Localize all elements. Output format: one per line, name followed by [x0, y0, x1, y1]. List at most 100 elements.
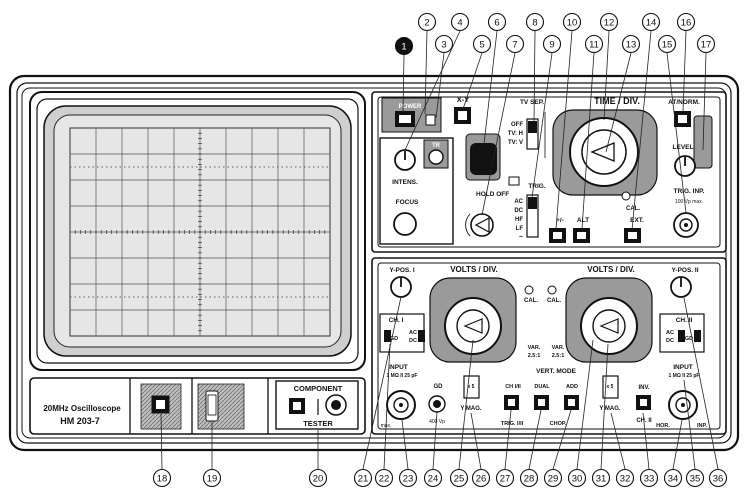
trig-led: [508, 176, 520, 186]
callout-circle-16: [676, 12, 696, 32]
leader-lines: [160, 30, 719, 470]
callout-circle-27: [495, 468, 515, 488]
callout-number-10: 10: [567, 18, 578, 29]
callout-number-32: 32: [620, 474, 631, 485]
callout-circle-30: [567, 468, 587, 488]
callout-circle-13: [621, 34, 641, 54]
var2-label: VAR.: [552, 345, 565, 351]
hold-off-label: HOLD OFF: [476, 191, 509, 198]
callout-number-11: 11: [589, 40, 599, 51]
ch1-ac-label: AC: [409, 330, 417, 336]
trace-rotation-knob[interactable]: [428, 149, 444, 165]
volts2-cal-label: CAL.: [547, 298, 561, 304]
callout-circle-8: [525, 12, 545, 32]
callout-circle-17: [696, 34, 716, 54]
scale-illum-switch[interactable]: [205, 390, 219, 422]
tv-opt-v: TV: V: [508, 140, 523, 146]
callout-number-33: 33: [644, 474, 655, 485]
callout-number-12: 12: [604, 18, 615, 29]
callout-number-1: 1: [401, 42, 406, 53]
var1-ratio: 2.5:1: [528, 353, 541, 359]
ch2-dc-label: DC: [666, 338, 674, 344]
ch1-acdc-button[interactable]: [418, 330, 425, 342]
ymag2-switch[interactable]: [602, 375, 619, 399]
volts2-label: VOLTS / DIV.: [587, 265, 635, 274]
coup-dc: DC: [514, 208, 523, 214]
callout-number-30: 30: [572, 474, 583, 485]
callout-number-7: 7: [512, 40, 517, 51]
callout-number-26: 26: [476, 474, 487, 485]
at-norm-label: AT/NORM.: [668, 99, 700, 106]
callout-circle-10: [562, 12, 582, 32]
callout-number-15: 15: [662, 40, 673, 51]
callout-circle-20: [308, 468, 328, 488]
ypos2-label: Y-POS. II: [671, 267, 698, 274]
inp-label: INP.: [697, 423, 707, 429]
callout-circle-24: [423, 468, 443, 488]
callout-circle-18: [152, 468, 172, 488]
crt-graticule: [69, 127, 331, 337]
coup-line: ~: [519, 234, 523, 241]
hor-label: HOR.: [656, 423, 670, 429]
callout-circle-9: [542, 34, 562, 54]
ymag1-switch[interactable]: [463, 375, 480, 399]
callout-circle-2: [417, 12, 437, 32]
callout-circle-29: [543, 468, 563, 488]
callout-number-13: 13: [626, 40, 637, 51]
ch1-gd-button[interactable]: [384, 330, 391, 342]
callout-number-8: 8: [532, 18, 537, 29]
callout-number-35: 35: [690, 474, 701, 485]
callout-circle-35: [685, 468, 705, 488]
callout-circle-26: [471, 468, 491, 488]
level-label: LEVEL: [673, 144, 694, 151]
callout-number-20: 20: [313, 474, 324, 485]
intens-label: INTENS.: [392, 179, 418, 186]
callout-circle-12: [599, 12, 619, 32]
callout-circle-7: [505, 34, 525, 54]
tr-label: TR: [432, 143, 441, 149]
inv-label: INV.: [638, 385, 649, 391]
var2-ratio: 2.5:1: [552, 353, 565, 359]
ch2-input-label: INPUT: [673, 364, 693, 371]
callout-circle-19: [202, 468, 222, 488]
callout-number-19: 19: [207, 474, 218, 485]
volts1-label: VOLTS / DIV.: [450, 265, 498, 274]
ymag2-x5: x 5: [607, 384, 614, 390]
xy-label: X-Y: [457, 95, 470, 104]
time-cal-label: CAL.: [626, 206, 640, 212]
model-line-2: HM 203-7: [60, 416, 100, 426]
component-label: COMPONENT: [294, 384, 343, 393]
tv-sep-switch[interactable]: [526, 118, 539, 150]
ch1-gd-label: GD: [390, 336, 398, 342]
model-line-1: 20MHz Oscilloscope: [43, 404, 121, 413]
focus-knob[interactable]: [393, 212, 417, 236]
callout-circle-11: [584, 34, 604, 54]
callout-circle-22: [374, 468, 394, 488]
plus-minus-label: +/-: [556, 217, 564, 224]
callout-circle-36: [708, 468, 728, 488]
ch2-label: CH. II: [676, 317, 693, 324]
gd-socket-label: GD: [434, 384, 444, 390]
xpos-knob[interactable]: [470, 143, 497, 175]
trig-inp-spec: 100 Vp max.: [675, 199, 703, 205]
alt-label: ALT: [577, 217, 589, 224]
callout-number-3: 3: [441, 40, 446, 51]
ch2-input-spec: 1 MΩ II 25 pF: [669, 373, 700, 379]
dual-label: DUAL: [534, 384, 550, 390]
ymag1-x5: x 5: [468, 384, 475, 390]
ch1-400v-label: 400 Vp: [429, 419, 445, 425]
coup-ac: AC: [514, 199, 523, 205]
power-led: [425, 114, 436, 126]
callout-number-23: 23: [403, 474, 414, 485]
ch2-gd-label: GD: [685, 336, 693, 342]
ch2-gd-button[interactable]: [694, 330, 701, 342]
coup-lf: LF: [516, 226, 524, 232]
tv-sep-label: TV SEP.: [520, 99, 544, 106]
ymag2-label: Y MAG.: [599, 406, 621, 412]
callout-number-29: 29: [548, 474, 559, 485]
callout-circle-32: [615, 468, 635, 488]
ch1-input-label: INPUT: [388, 364, 408, 371]
ch2-acdc-button[interactable]: [678, 330, 685, 342]
